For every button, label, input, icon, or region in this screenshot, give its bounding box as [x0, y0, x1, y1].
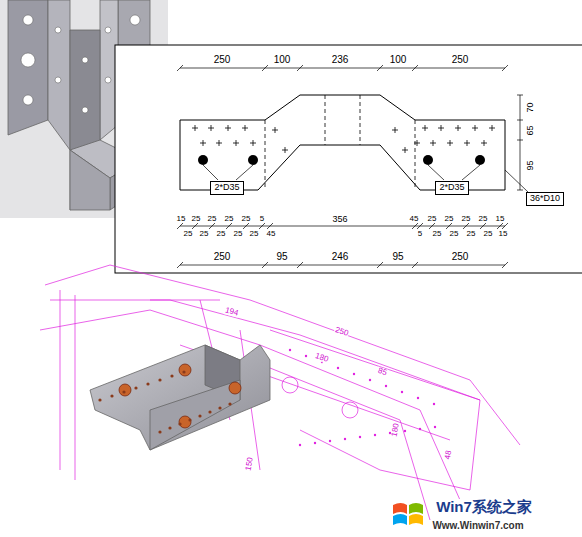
- dimension-text: 250: [333, 326, 350, 338]
- dimension-text: 25: [199, 230, 210, 238]
- dimension-text: 45: [266, 230, 277, 238]
- dimension-text: 180: [313, 352, 330, 364]
- callout-box: 36*D10: [526, 192, 564, 206]
- dimension-text: 45: [409, 215, 420, 223]
- dimension-text: 25: [233, 230, 244, 238]
- dimension-text: 15: [495, 215, 506, 223]
- dimension-text: 25: [241, 215, 252, 223]
- dimension-text: 180: [391, 422, 402, 439]
- dimension-text: 25: [191, 215, 202, 223]
- flat-pattern-panel: [115, 45, 582, 273]
- dimension-text: 25: [466, 230, 477, 238]
- dimension-text: 25: [183, 230, 194, 238]
- dimension-text: 25: [224, 215, 235, 223]
- watermark-text: Www.Winwin7.com: [431, 521, 524, 531]
- dimension-text: 5: [417, 230, 423, 238]
- callout-text: 2*D35: [214, 183, 239, 193]
- watermark-text: Win7系统之家: [435, 499, 533, 514]
- dimension-text: 25: [449, 230, 460, 238]
- dimension-text: 25: [427, 215, 438, 223]
- dimension-text: 95: [391, 252, 404, 262]
- dimension-text: 25: [432, 230, 443, 238]
- dimension-text: 95: [525, 159, 534, 171]
- dimension-text: 236: [331, 55, 350, 65]
- iso-view: [40, 265, 520, 520]
- dimension-text: 250: [213, 55, 232, 65]
- dimension-text: 250: [451, 55, 470, 65]
- dimension-text: 250: [213, 252, 232, 262]
- callout-box: 2*D35: [210, 181, 243, 195]
- dimension-text: 100: [273, 55, 292, 65]
- callout-box: 2*D35: [435, 181, 468, 195]
- callout-text: 2*D35: [439, 183, 464, 193]
- dimension-text: 48: [443, 449, 453, 461]
- dimension-text: 25: [216, 230, 227, 238]
- callout-text: 36*D10: [530, 194, 560, 204]
- dimension-text: 95: [275, 252, 288, 262]
- dimension-text: 250: [451, 252, 470, 262]
- dimension-text: 356: [331, 215, 348, 224]
- dimension-text: 100: [389, 55, 408, 65]
- dimension-text: 25: [249, 230, 260, 238]
- dimension-text: 25: [207, 215, 218, 223]
- dimension-text: 70: [525, 101, 534, 113]
- dimension-text: 25: [478, 215, 489, 223]
- dimension-text: 194: [224, 306, 241, 318]
- dimension-text: 15: [176, 215, 187, 223]
- dimension-text: 246: [331, 252, 350, 262]
- dimension-text: 15: [498, 230, 509, 238]
- dimension-text: 150: [245, 456, 256, 473]
- dimension-text: 65: [525, 124, 534, 136]
- dimension-text: 25: [444, 215, 455, 223]
- dimension-text: 85: [376, 367, 389, 378]
- dimension-text: 5: [259, 215, 265, 223]
- watermark-logo: [393, 503, 423, 525]
- dimension-text: 25: [461, 215, 472, 223]
- dimension-text: 25: [483, 230, 494, 238]
